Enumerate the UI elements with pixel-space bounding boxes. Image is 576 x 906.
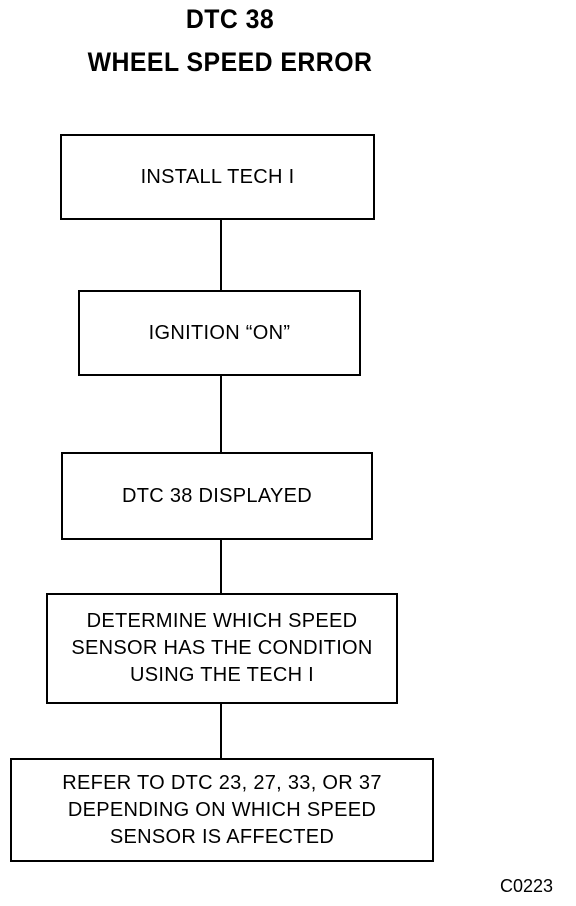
step-box-install-tech: INSTALL TECH I: [60, 134, 375, 220]
step-text-line-2: DEPENDING ON WHICH SPEED: [67, 798, 377, 821]
step-text: DTC 38 DISPLAYED: [121, 484, 313, 507]
step-box-determine-sensor: DETERMINE WHICH SPEED SENSOR HAS THE CON…: [46, 593, 398, 704]
connector-3-4: [220, 538, 222, 595]
step-box-refer-to-dtc: REFER TO DTC 23, 27, 33, OR 37 DEPENDING…: [10, 758, 434, 862]
connector-2-3: [220, 374, 222, 454]
step-box-ignition-on: IGNITION “ON”: [78, 290, 361, 376]
step-text-line-3: SENSOR IS AFFECTED: [109, 825, 335, 848]
diagram-title-line-1: DTC 38: [185, 4, 275, 34]
step-box-dtc-displayed: DTC 38 DISPLAYED: [61, 452, 373, 540]
diagram-title-line-2: WHEEL SPEED ERROR: [87, 47, 373, 77]
step-text-line-3: USING THE TECH I: [129, 664, 315, 686]
connector-1-2: [220, 218, 222, 292]
step-text: IGNITION “ON”: [148, 321, 291, 344]
step-text-line-1: DETERMINE WHICH SPEED: [86, 610, 358, 632]
step-text-line-1: REFER TO DTC 23, 27, 33, OR 37: [62, 771, 382, 794]
figure-id-label: C0223: [500, 876, 554, 896]
connector-4-5: [220, 702, 222, 760]
step-text-line-2: SENSOR HAS THE CONDITION: [71, 637, 373, 659]
step-text: INSTALL TECH I: [140, 165, 295, 188]
